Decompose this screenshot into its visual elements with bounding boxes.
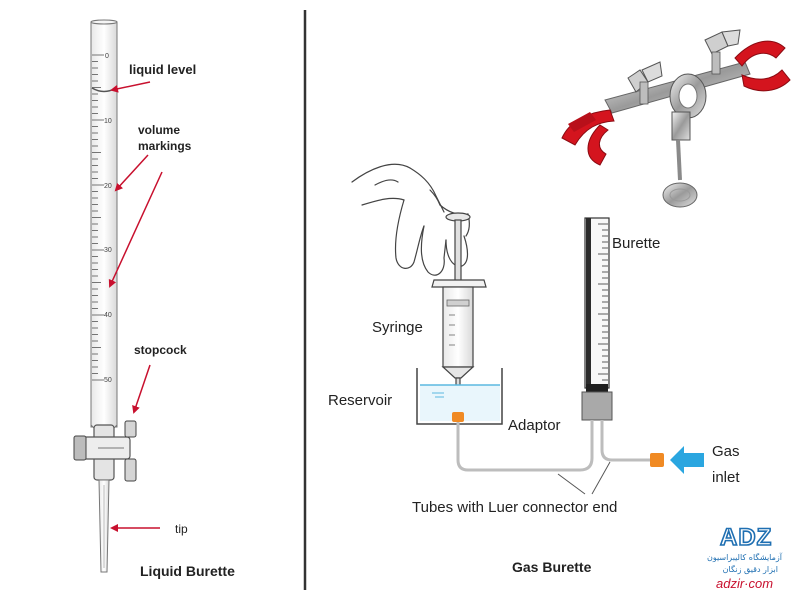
scale-50: 50 — [104, 377, 112, 384]
gas-burette-markings — [598, 223, 608, 381]
liquid-burette: 0 10 20 30 40 50 — [73, 19, 137, 573]
logo-site: adzir·com — [716, 576, 773, 591]
caption-gas-burette: Gas Burette — [512, 559, 592, 575]
logo: ADZ آزمایشگاه کالیبراسیون ابزار دقیق زنگ… — [707, 523, 783, 591]
scale-numbers: 0 10 20 30 40 50 — [104, 53, 112, 384]
luer-connector-reservoir — [452, 412, 464, 422]
label-burette: Burette — [612, 235, 660, 252]
tubes-pointer-2 — [591, 461, 611, 495]
label-liquid-level: liquid level — [129, 62, 196, 77]
label-tip: tip — [175, 522, 188, 536]
adaptor — [581, 391, 613, 421]
logo-line-2: ابزار دقیق زنگان — [723, 564, 778, 574]
arrow-liquid-level — [110, 81, 151, 93]
arrow-volume-1 — [114, 154, 149, 192]
label-gas: Gas — [712, 443, 740, 460]
logo-mark: ADZ — [720, 524, 772, 551]
label-adaptor: Adaptor — [508, 417, 561, 434]
label-inlet: inlet — [712, 469, 740, 486]
label-tubes: Tubes with Luer connector end — [412, 499, 617, 516]
arrow-stopcock — [132, 364, 151, 414]
scale-10: 10 — [104, 118, 112, 125]
label-stopcock: stopcock — [134, 343, 187, 357]
stopcock-valve — [73, 420, 137, 482]
scale-40: 40 — [104, 312, 112, 319]
tubes-pointer-1 — [557, 473, 586, 495]
logo-line-1: آزمایشگاه کالیبراسیون — [707, 552, 783, 562]
arrow-volume-2 — [108, 171, 163, 288]
burette-tube — [90, 21, 118, 428]
gas-inlet-arrow — [670, 446, 704, 474]
scale-30: 30 — [104, 247, 112, 254]
tube-gas-inlet — [600, 420, 652, 462]
gas-burette-tube — [584, 217, 610, 392]
burette-clamp-illustration — [561, 29, 791, 208]
label-markings: markings — [138, 139, 192, 153]
luer-connector-inlet — [650, 453, 664, 467]
volume-markings — [92, 54, 104, 381]
scale-0: 0 — [105, 53, 109, 60]
label-volume: volume — [138, 123, 180, 137]
tube-reservoir — [456, 420, 594, 472]
scale-20: 20 — [104, 183, 112, 190]
reservoir — [416, 368, 503, 425]
caption-liquid-burette: Liquid Burette — [140, 563, 235, 579]
label-syringe: Syringe — [372, 319, 423, 336]
label-reservoir: Reservoir — [328, 392, 392, 409]
syringe — [431, 212, 487, 401]
